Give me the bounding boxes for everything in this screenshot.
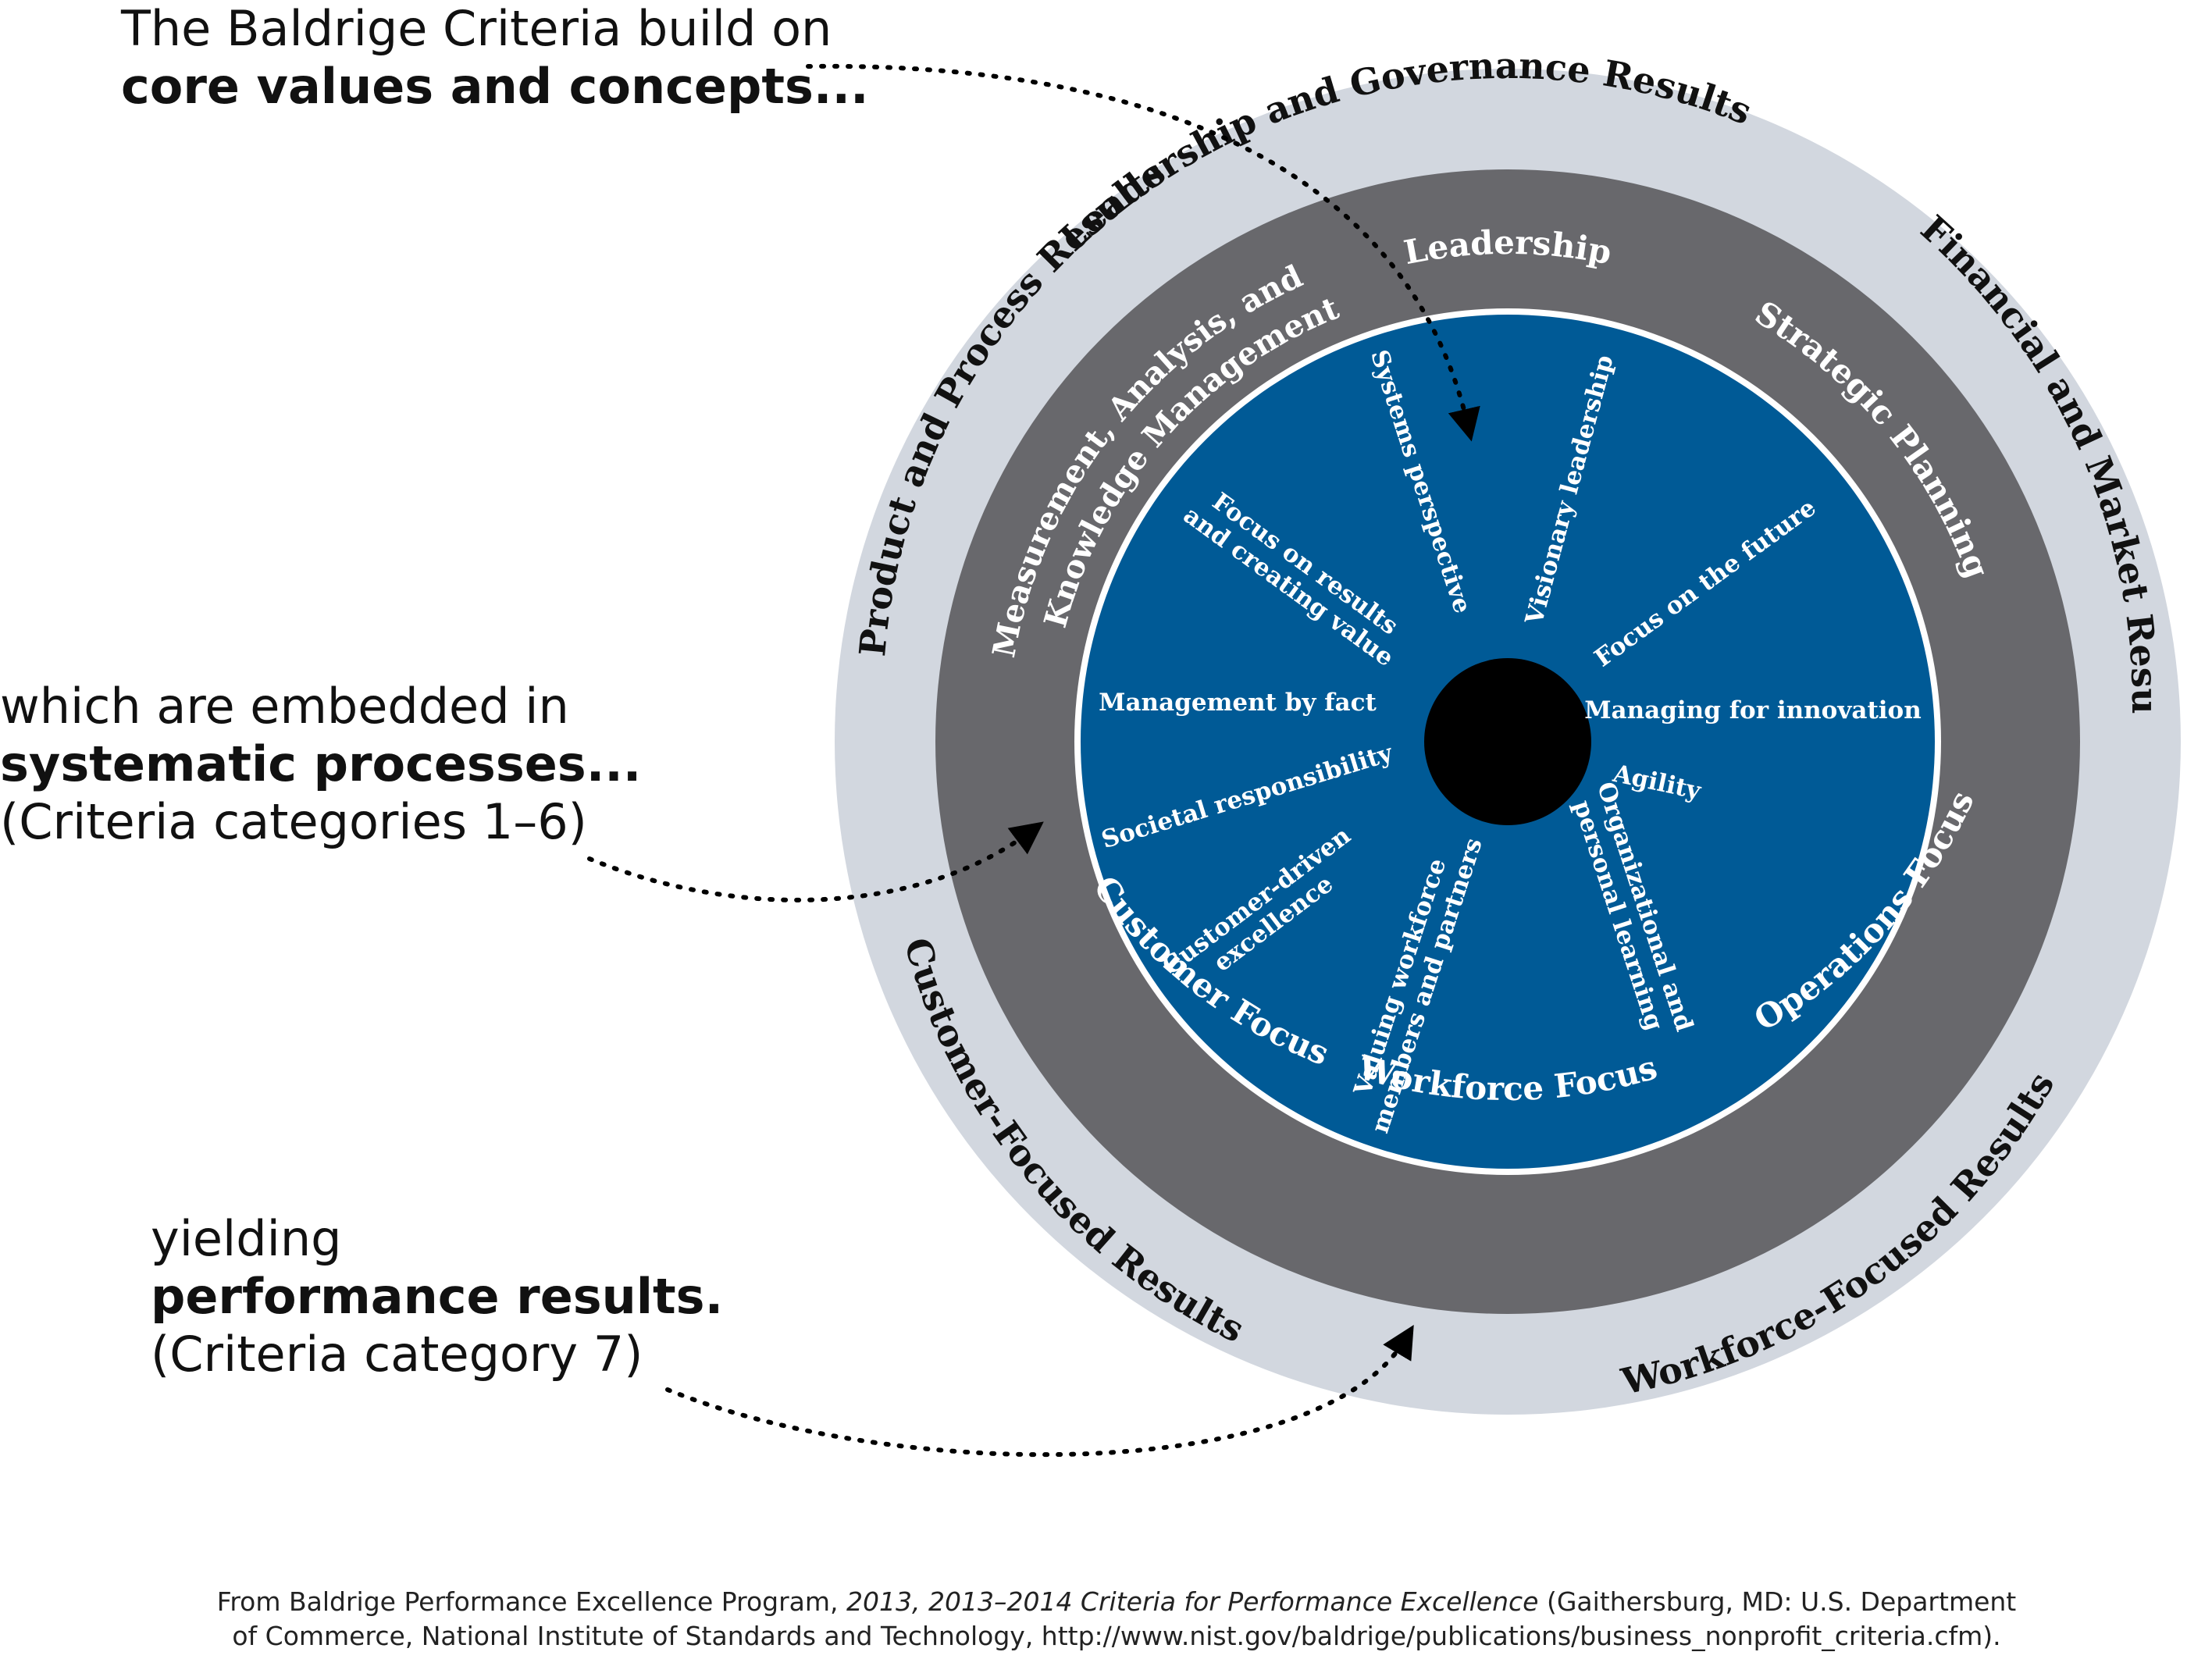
source-line1: From Baldrige Performance Excellence Pro… [117,1585,2116,1619]
callout-processes-line1: which are embedded in [0,678,569,735]
value-managing-innovation: Managing for innovation [1584,696,1922,724]
arrow-results [665,1324,1414,1458]
center-dot [1424,658,1591,825]
arrow-core-values [806,63,1480,442]
source-line2: of Commerce, National Institute of Stand… [232,1621,2001,1651]
source-suffix: (Gaithersburg, MD: U.S. Department [1538,1586,2017,1617]
source-prefix: From Baldrige Performance Excellence Pro… [216,1586,847,1617]
callout-results-line3: (Criteria category 7) [151,1326,643,1383]
callout-core-line2: core values and concepts... [121,58,869,115]
callout-processes-line3: (Criteria categories 1–6) [0,793,587,850]
source-title: 2013, 2013–2014 Criteria for Performance… [846,1586,1539,1617]
callout-results-line1: yielding [151,1210,342,1267]
callout-core-values: The Baldrige Criteria build on core valu… [121,0,869,116]
callout-results: yielding performance results. (Criteria … [151,1210,723,1383]
callout-results-line2: performance results. [151,1268,724,1325]
callout-processes: which are embedded in systematic process… [0,678,641,851]
value-management-fact: Management by fact [1099,689,1377,717]
callout-core-line1: The Baldrige Criteria build on [121,0,832,57]
callout-processes-line2: systematic processes... [0,735,642,792]
source-citation: From Baldrige Performance Excellence Pro… [117,1585,2116,1654]
arrow-processes [587,821,1044,902]
